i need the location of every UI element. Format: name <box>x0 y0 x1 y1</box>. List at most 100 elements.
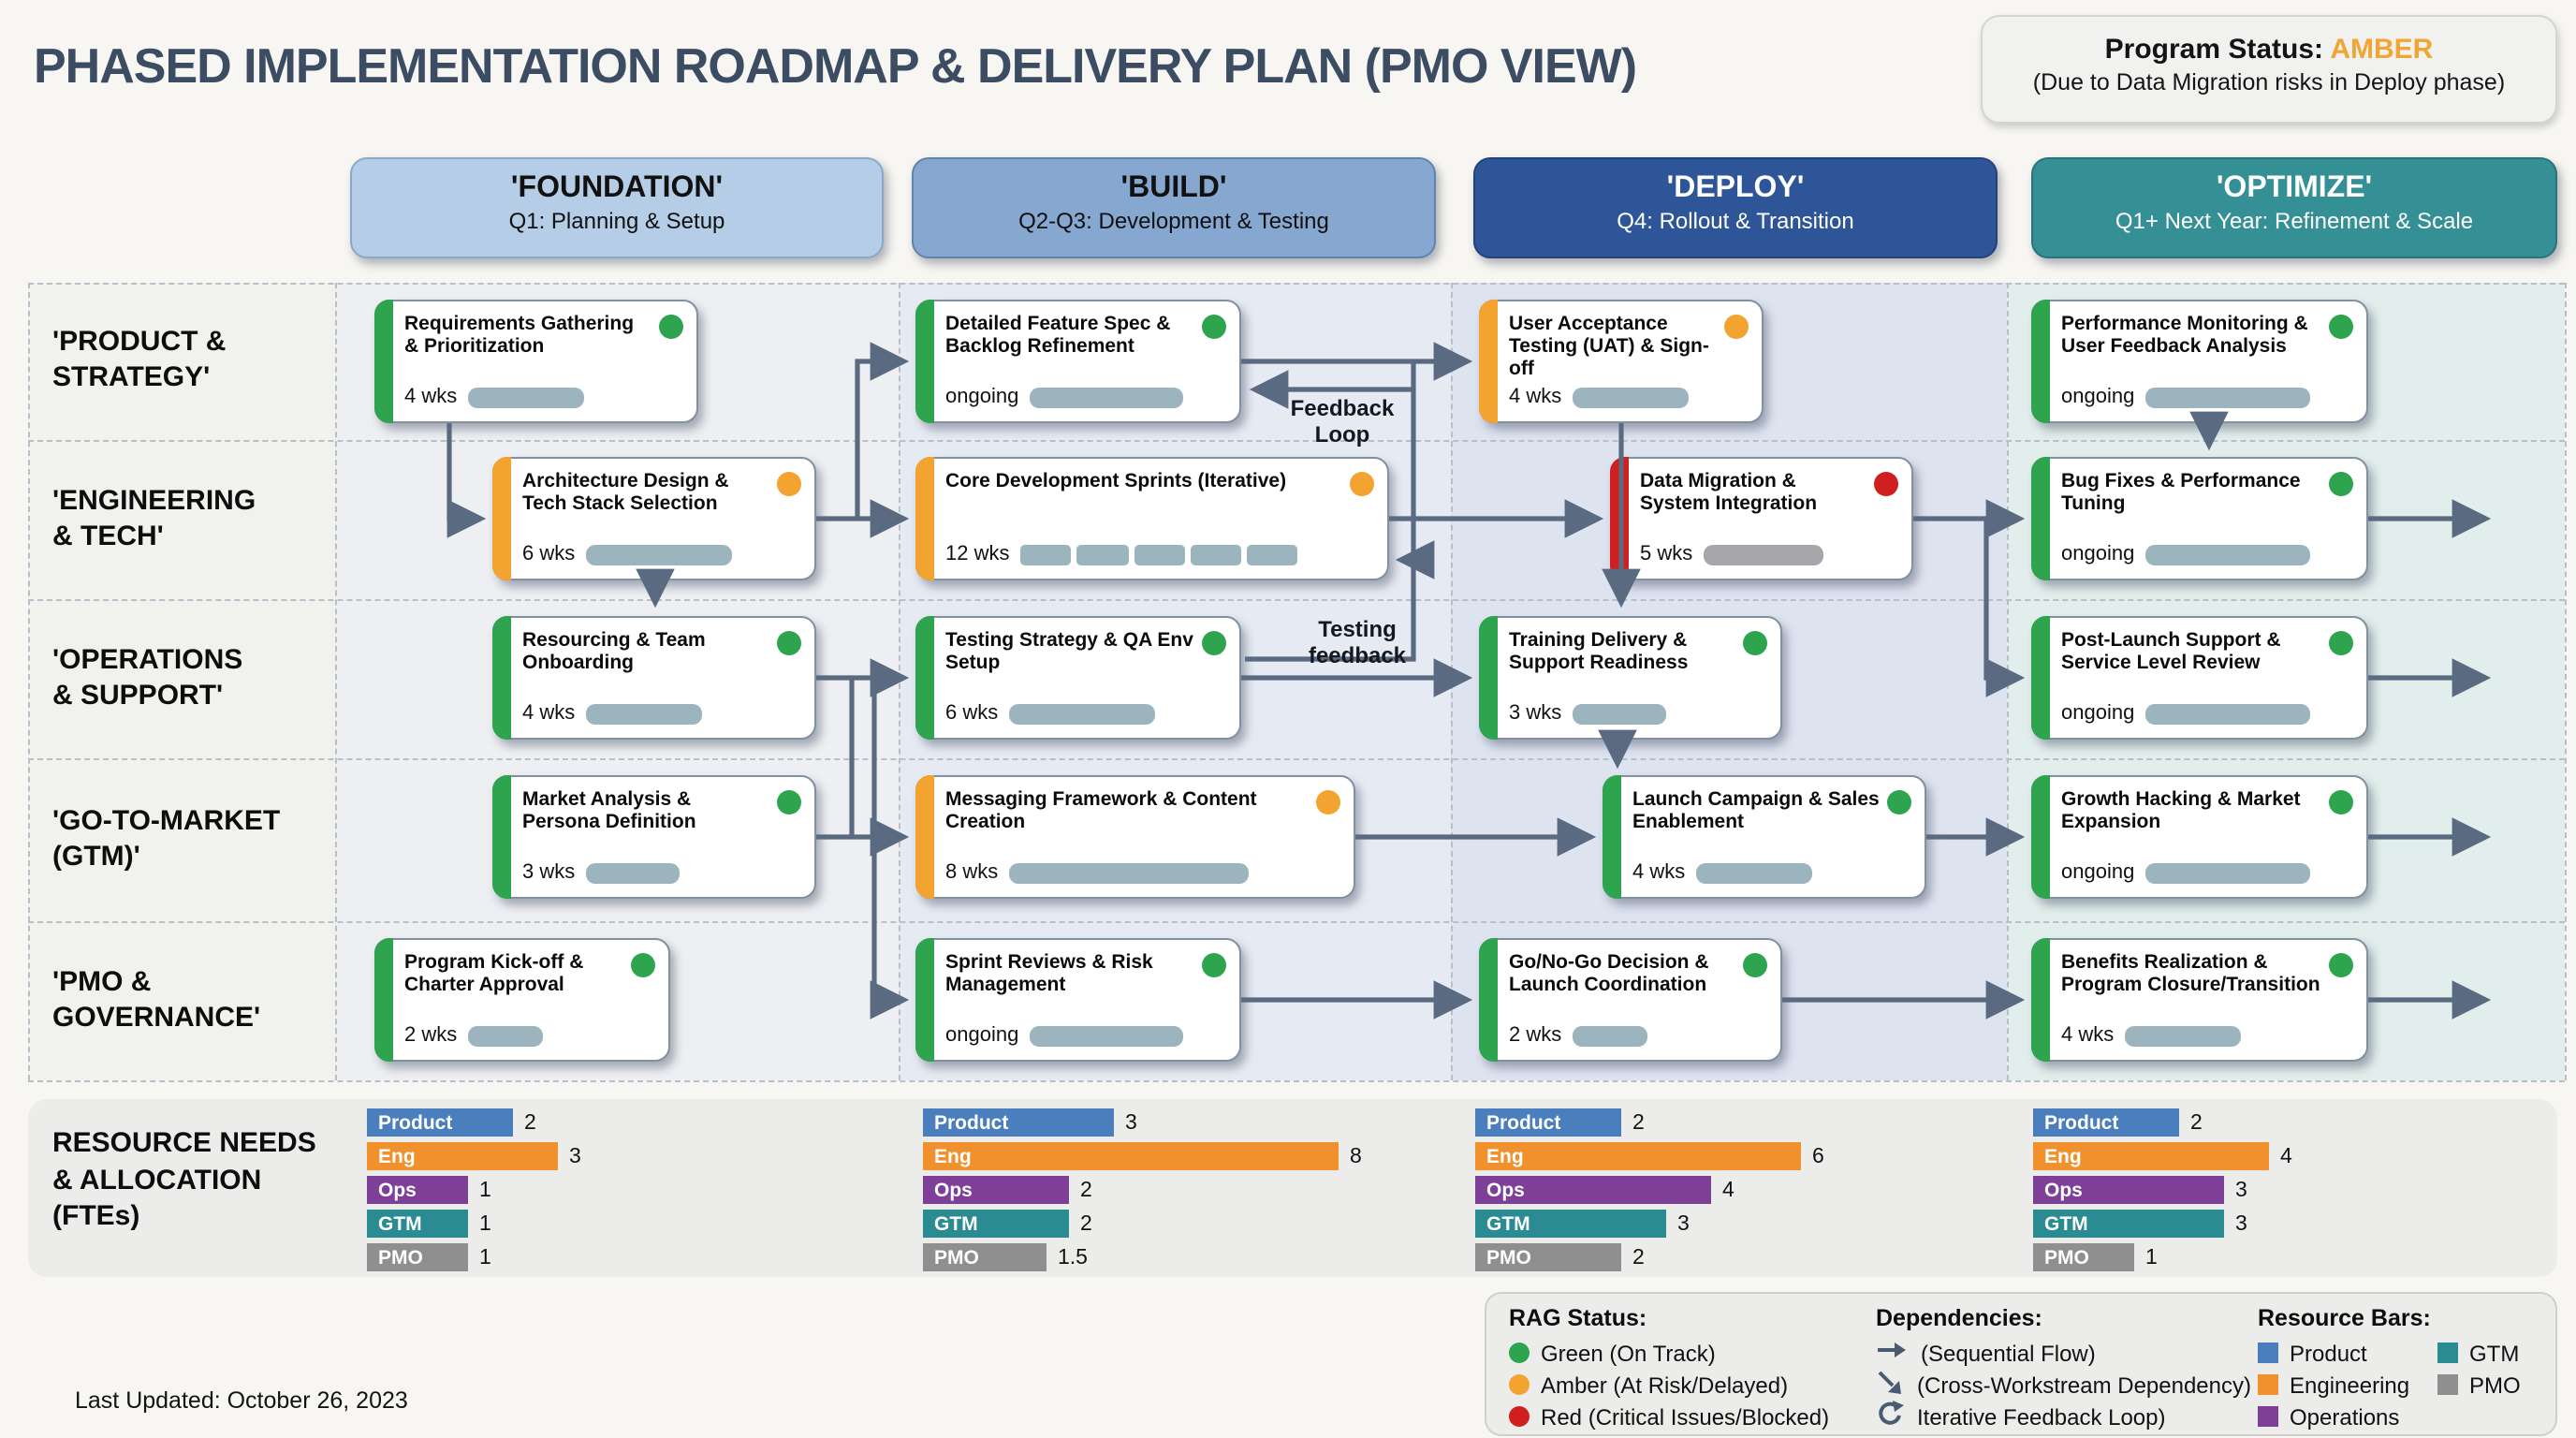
task-footer: 3 wks <box>1509 702 1765 725</box>
task-duration: 2 wks <box>404 1024 458 1047</box>
task-duration: 4 wks <box>404 386 458 408</box>
rag-strip <box>2031 775 2050 899</box>
legend-dependency-item: (Sequential Flow) <box>1876 1337 2251 1369</box>
legend-dependency-item: Iterative Feedback Loop) <box>1876 1400 2251 1432</box>
task-progress-bar <box>2145 703 2311 724</box>
legend-rag-label: Amber (At Risk/Delayed) <box>1541 1372 1789 1398</box>
task-title: Sprint Reviews & Risk Management <box>945 951 1153 997</box>
task-footer: 4 wks <box>522 702 799 725</box>
legend-dependency-item: (Cross-Workstream Dependency) <box>1876 1369 2251 1401</box>
task-footer: 4 wks <box>1632 861 1910 884</box>
resource-team-label: Ops <box>1486 1179 1525 1201</box>
task-duration: 6 wks <box>522 543 576 565</box>
task-title: User Acceptance Testing (UAT) & Sign-off <box>1509 313 1709 381</box>
task-duration: ongoing <box>945 386 1019 408</box>
task-duration: ongoing <box>2061 386 2135 408</box>
task-card: Launch Campaign & Sales Enablement 4 wks <box>1603 775 1926 899</box>
workstream-label: 'PRODUCT & STRATEGY' <box>52 326 227 394</box>
task-duration: 3 wks <box>522 861 576 884</box>
resource-fte-value: 8 <box>1350 1145 1362 1167</box>
resource-team-label: PMO <box>2044 1246 2089 1269</box>
resource-fte-value: 1 <box>479 1179 491 1201</box>
resource-team-label: Product <box>378 1111 453 1134</box>
task-title: Core Development Sprints (Iterative) <box>945 470 1287 492</box>
grid-divider-vertical <box>335 283 337 1080</box>
resource-team-label: GTM <box>1486 1212 1530 1235</box>
legend-resource-label: Operations <box>2290 1403 2400 1430</box>
task-title: Resourcing & Team Onboarding <box>522 629 706 675</box>
resource-bar: GTM <box>2033 1210 2224 1238</box>
legend-dependency-label: (Sequential Flow) <box>1921 1340 2096 1366</box>
resource-color-chip <box>2258 1343 2278 1363</box>
resource-bar: GTM <box>1475 1210 1666 1238</box>
task-duration: 4 wks <box>1632 861 1686 884</box>
rag-status-dot <box>2329 631 2353 655</box>
resource-fte-value: 2 <box>2190 1111 2203 1134</box>
rag-strip <box>915 938 934 1062</box>
page-title: PHASED IMPLEMENTATION ROADMAP & DELIVERY… <box>34 37 1637 94</box>
resource-bar: Eng <box>2033 1142 2269 1170</box>
resource-bar-row: GTM 3 <box>2033 1210 2292 1238</box>
legend-dependencies: Dependencies: (Sequential Flow) (Cross-Wo… <box>1876 1305 2251 1432</box>
bar-segment <box>1134 544 1185 565</box>
resource-fte-value: 3 <box>2235 1212 2247 1235</box>
rag-status-dot <box>1350 472 1374 496</box>
legend-rag-item: Red (Critical Issues/Blocked) <box>1509 1401 1829 1432</box>
resource-bar-row: PMO 2 <box>1475 1243 1824 1271</box>
arrow-diagonal-icon <box>1876 1368 1906 1401</box>
amber-dot <box>1509 1374 1530 1395</box>
task-card: Benefits Realization & Program Closure/T… <box>2031 938 2368 1062</box>
task-title: Bug Fixes & Performance Tuning <box>2061 470 2301 516</box>
legend-resource-item: Product <box>2258 1337 2437 1369</box>
resource-band-label: RESOURCE NEEDS & ALLOCATION (FTEs) <box>52 1127 316 1232</box>
rag-strip <box>374 938 393 1062</box>
task-progress-bar <box>2145 387 2311 407</box>
resource-team-label: GTM <box>934 1212 978 1235</box>
phase-subtitle: Q4: Rollout & Transition <box>1617 208 1854 234</box>
program-status-value: AMBER <box>2330 34 2434 66</box>
grid-divider-horizontal <box>28 921 2565 923</box>
task-title: Architecture Design & Tech Stack Selecti… <box>522 470 729 516</box>
bar-segment <box>1190 544 1242 565</box>
feedback-loop-label: Feedback Loop <box>1290 395 1395 448</box>
resource-team-label: Product <box>2044 1111 2119 1134</box>
rag-status-dot <box>2329 953 2353 977</box>
task-progress-bar <box>586 703 703 724</box>
resource-bar: PMO <box>923 1243 1046 1271</box>
rag-strip <box>2031 938 2050 1062</box>
resource-fte-value: 2 <box>1632 1246 1645 1269</box>
task-footer: 2 wks <box>404 1024 653 1047</box>
task-duration: 4 wks <box>522 702 576 725</box>
rag-strip <box>1479 938 1498 1062</box>
task-progress-bar <box>1573 703 1667 724</box>
resource-team-label: PMO <box>1486 1246 1531 1269</box>
task-duration: 2 wks <box>1509 1024 1562 1047</box>
task-title: Requirements Gathering & Prioritization <box>404 313 635 359</box>
resource-fte-value: 4 <box>1722 1179 1734 1201</box>
resource-bar: Ops <box>1475 1176 1711 1204</box>
resource-bar-row: Ops 4 <box>1475 1176 1824 1204</box>
task-title: Launch Campaign & Sales Enablement <box>1632 788 1880 834</box>
rag-strip <box>915 300 934 423</box>
resource-team-label: GTM <box>378 1212 422 1235</box>
legend-rag-title: RAG Status: <box>1509 1305 1647 1331</box>
task-progress-bar <box>1573 387 1690 407</box>
task-footer: 4 wks <box>404 386 681 408</box>
task-footer: 3 wks <box>522 861 799 884</box>
task-title: Growth Hacking & Market Expansion <box>2061 788 2301 834</box>
resource-bar: GTM <box>923 1210 1069 1238</box>
resource-bar: PMO <box>367 1243 468 1271</box>
legend-resource-label: Product <box>2290 1340 2367 1366</box>
legend-dependencies-title: Dependencies: <box>1876 1305 2042 1331</box>
grid-divider-vertical <box>28 283 30 1080</box>
task-duration: ongoing <box>945 1024 1019 1047</box>
phase-name: 'FOUNDATION' <box>510 172 724 204</box>
